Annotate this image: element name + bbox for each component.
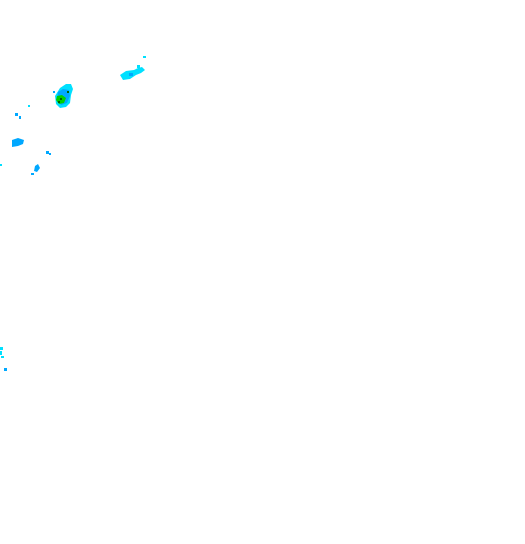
echo-speck: [0, 351, 2, 355]
echo-cell-west-edge: [0, 347, 7, 371]
echo-cell-northeast: [120, 56, 146, 80]
echo-speck: [19, 116, 21, 119]
echo-speck: [4, 368, 7, 371]
echo-speck: [67, 91, 69, 93]
echo-speck: [143, 56, 146, 58]
echo-speck: [49, 153, 51, 155]
echo-core: [58, 101, 60, 103]
echo-cell-west: [12, 105, 30, 147]
echo-speck: [0, 164, 2, 166]
echo-blob: [34, 164, 40, 172]
echo-speck: [1, 356, 4, 358]
echo-core: [60, 98, 62, 100]
echo-specks-scattered: [0, 151, 51, 175]
echo-speck: [15, 113, 18, 116]
echo-blob: [12, 138, 24, 147]
echo-cell-central: [53, 84, 73, 108]
echo-speck: [137, 65, 140, 68]
echo-speck: [31, 173, 34, 175]
echo-speck: [0, 347, 3, 350]
echo-speck: [28, 105, 30, 107]
echo-speck: [129, 73, 133, 76]
echo-speck: [53, 91, 55, 93]
echo-speck: [46, 151, 49, 154]
